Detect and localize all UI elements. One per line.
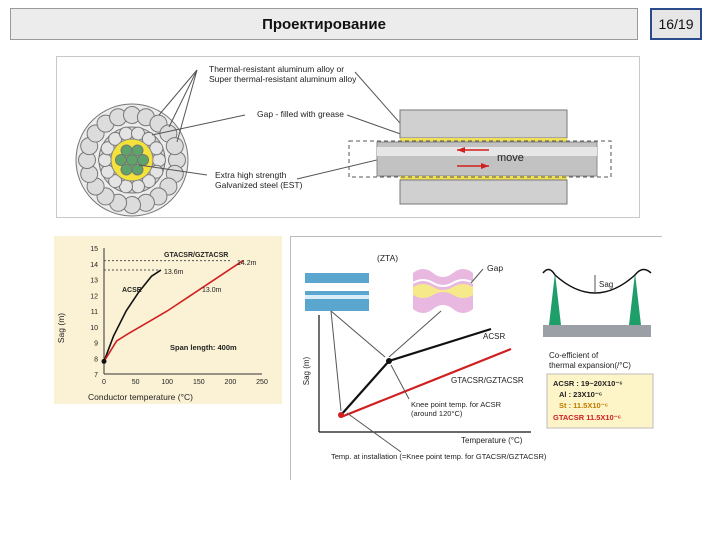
knee-point-line1: Knee point temp. for ACSR xyxy=(411,400,502,409)
tower-sag-icon xyxy=(542,268,652,337)
strand xyxy=(118,126,133,141)
conductor-structure-svg: Thermal-resistant aluminum alloy or Supe… xyxy=(75,64,612,217)
right-ylabel: Sag (m) xyxy=(302,356,311,385)
y-tick-label: 11 xyxy=(91,309,98,316)
label-gap: Gap xyxy=(487,263,503,273)
label-alloy-line1: Thermal-resistant aluminum alloy or xyxy=(209,64,344,74)
strand xyxy=(131,144,144,157)
annotation-13-0m: 13.0m xyxy=(202,287,222,294)
legend-acsr: ACSR xyxy=(122,287,142,294)
label-sag: Sag xyxy=(599,280,613,289)
x-tick-label: 250 xyxy=(256,379,268,386)
strand xyxy=(141,131,156,146)
conductor-structure-figure: Thermal-resistant aluminum alloy or Supe… xyxy=(56,56,640,218)
slide-title-bar: Проектирование xyxy=(10,8,638,40)
strand xyxy=(98,153,112,167)
x-tick-label: 150 xyxy=(193,379,205,386)
knee-point-svg: (ZTA) Gap Sag Sag (m) Temperature (°C) xyxy=(302,253,654,461)
x-tick-label: 200 xyxy=(225,379,237,386)
y-tick-label: 12 xyxy=(90,293,98,300)
x-tick-label: 100 xyxy=(161,379,173,386)
gtacsr-line xyxy=(340,347,512,419)
chart-ylabel: Sag (m) xyxy=(56,313,66,343)
knee-point-figure: (ZTA) Gap Sag Sag (m) Temperature (°C) xyxy=(290,236,662,480)
coef-title-line2: thermal expansion(/°C) xyxy=(549,361,631,370)
y-tick-label: 13 xyxy=(90,278,98,285)
annotation-13-6m: 13.6m xyxy=(164,269,184,276)
chart-xlabel: Conductor temperature (°C) xyxy=(88,392,193,402)
sleeve-illustration: move xyxy=(348,109,612,205)
chart-series xyxy=(101,259,244,364)
y-tick-label: 15 xyxy=(90,246,98,253)
annotation-span-length: Span length: 400m xyxy=(170,343,237,352)
y-tick-label: 10 xyxy=(90,325,98,332)
strand xyxy=(165,137,184,156)
knee-point-line2: (around 120°C) xyxy=(411,409,463,418)
strand xyxy=(126,154,138,166)
coef-title-line1: Co-efficient of xyxy=(549,351,599,360)
series-line-gtacsr-gztacsr xyxy=(103,259,244,362)
strand xyxy=(120,163,133,176)
x-tick-label: 0 xyxy=(102,379,106,386)
bottom-note: Temp. at installation (=Knee point temp.… xyxy=(331,452,547,461)
coef-gtacsr: GTACSR 11.5X10⁻⁶ xyxy=(553,413,621,422)
label-steel-line1: Extra high strength xyxy=(215,170,287,180)
slide-title: Проектирование xyxy=(262,15,386,33)
coef-st: St : 11.5X10⁻⁶ xyxy=(559,401,608,410)
y-tick-label: 8 xyxy=(94,356,98,363)
right-label-acsr: ACSR xyxy=(483,332,505,341)
label-steel-line2: Galvanized steel (EST) xyxy=(215,180,303,190)
label-move: move xyxy=(497,152,524,164)
strand xyxy=(152,153,166,167)
annotation-14-2m: 14.2m xyxy=(237,260,257,267)
y-tick-label: 7 xyxy=(94,372,98,379)
steel-core-strands xyxy=(115,144,149,176)
coef-acsr: ACSR : 19~20X10⁻⁶ xyxy=(553,379,623,388)
strand xyxy=(108,174,123,189)
legend-gtacsr: GTACSR/GZTACSR xyxy=(164,252,228,259)
strand xyxy=(131,179,146,194)
inner-aluminum-strands xyxy=(98,126,166,194)
gap-conductor-icon xyxy=(412,269,474,313)
zta-conductor-icon xyxy=(305,273,369,311)
right-xlabel: Temperature (°C) xyxy=(461,436,523,445)
coef-al: Al : 23X10⁻⁶ xyxy=(559,390,602,399)
y-tick-label: 9 xyxy=(94,341,98,348)
label-zta: (ZTA) xyxy=(377,253,398,263)
series-start-point xyxy=(101,358,107,364)
page-number-box: 16/19 xyxy=(650,8,702,40)
x-tick-label: 50 xyxy=(132,379,140,386)
series-line-acsr xyxy=(103,269,162,362)
conductor-cross-section xyxy=(75,103,189,217)
chart-axes xyxy=(103,248,262,375)
y-tick-label: 14 xyxy=(90,262,98,269)
label-alloy-line2: Super thermal-resistant aluminum alloy xyxy=(209,74,357,84)
label-gap-grease: Gap - filled with grease xyxy=(257,109,344,119)
outer-aluminum-strands xyxy=(78,106,186,214)
page-number: 16/19 xyxy=(658,16,694,32)
right-label-gt: GTACSR/GZTACSR xyxy=(451,376,524,385)
